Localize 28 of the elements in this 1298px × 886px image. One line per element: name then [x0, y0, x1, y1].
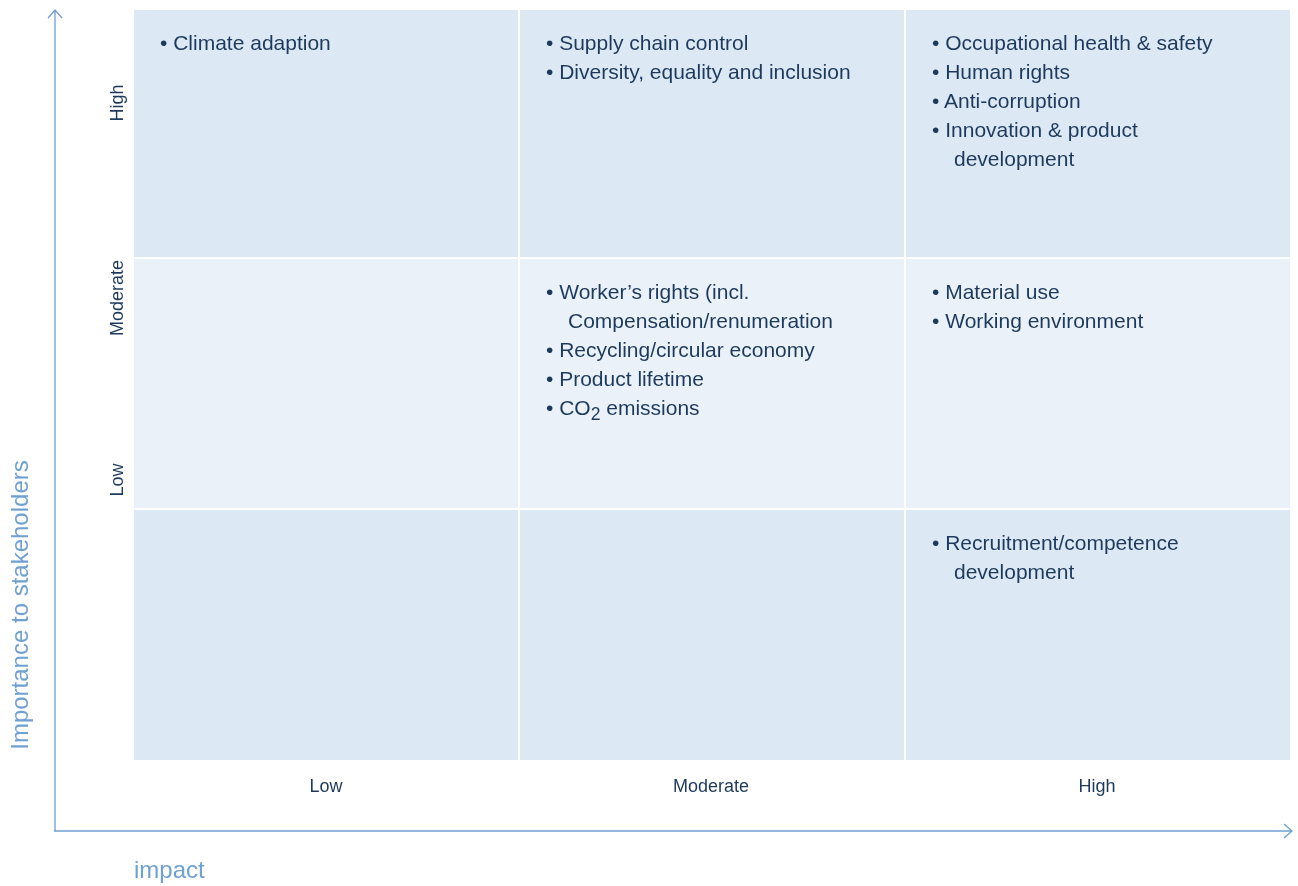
axis-tick-label: Low [106, 463, 128, 497]
list-item: • Material use [931, 279, 1061, 305]
list-item: • Innovation & product development [931, 117, 1139, 172]
matrix-cell [906, 10, 1290, 257]
matrix-cell [520, 510, 904, 760]
axis-tick-label: High [106, 84, 128, 122]
list-item: • Worker’s rights (incl. Compensation/renumeration [545, 279, 834, 334]
axis-title: impact [134, 856, 205, 884]
list-item: • Climate adaption [159, 30, 332, 56]
list-item: • Recycling/circular economy [545, 337, 816, 363]
matrix-cell [134, 510, 518, 760]
list-item: • Human rights [931, 59, 1072, 85]
list-item: • Occupational health & safety [931, 30, 1214, 56]
list-item: • Working environment [931, 308, 1145, 334]
axis-tick-label: Moderate [673, 775, 749, 797]
list-item: • Anti-corruption [931, 88, 1082, 114]
list-item: • CO$_{2}$ emissions [545, 395, 701, 427]
list-item: • Diversity, equality and inclusion [545, 59, 852, 85]
list-item: • Recruitment/competence development [931, 530, 1180, 585]
axis-title: Importance to stakeholders [6, 460, 34, 750]
axis-tick-label: Moderate [106, 260, 128, 336]
matrix-cell [906, 510, 1290, 760]
axis-tick-label: Low [309, 775, 343, 797]
matrix-cell [520, 10, 904, 257]
matrix-cell [134, 10, 518, 257]
axis-tick-label: High [1078, 775, 1116, 797]
list-item: • Supply chain control [545, 30, 750, 56]
list-item: • Product lifetime [545, 366, 705, 392]
